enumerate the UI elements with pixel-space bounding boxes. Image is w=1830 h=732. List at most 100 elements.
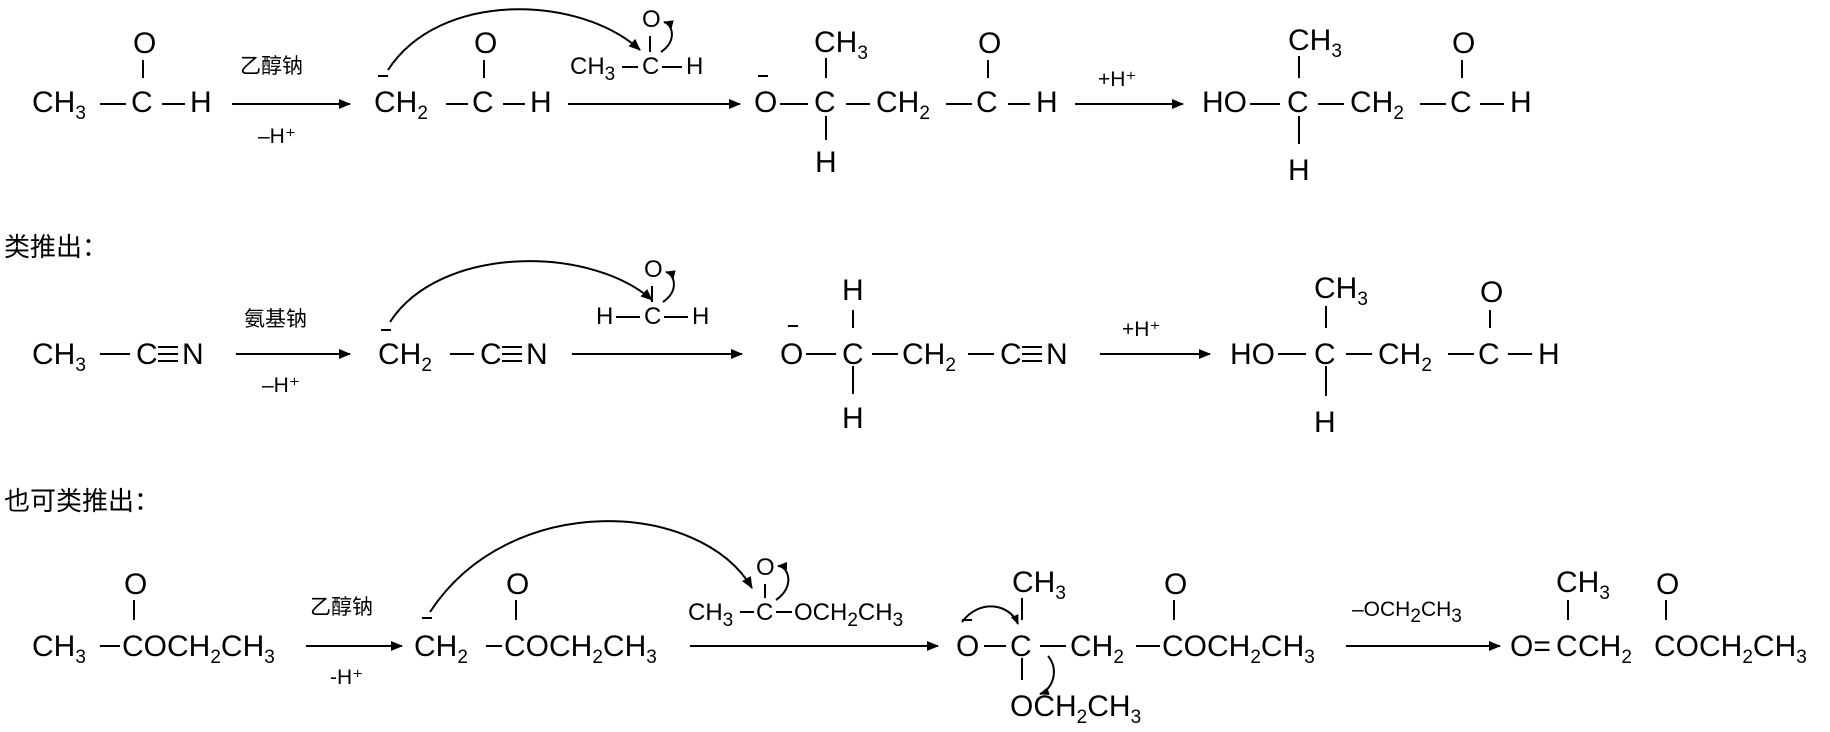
oxygen-label: O <box>506 568 529 601</box>
carbon-label: C <box>136 338 158 371</box>
methylene-label: CH2 <box>414 630 468 668</box>
reaction-arrow-acid: +H⁺ <box>1100 318 1211 359</box>
hydrogen-label: H <box>1314 406 1336 439</box>
reaction-row-1: CH3 C O H 乙醇钠 –H⁺ CH2 C O H <box>32 6 1532 187</box>
methyl-label: CH3 <box>32 338 86 376</box>
oxygen-label: O <box>754 86 777 119</box>
acetonitrile: CH3 C N <box>32 338 204 376</box>
carbonyl-carbon-label: C <box>976 86 998 119</box>
methyl-label: CH3 <box>1314 272 1368 310</box>
nitrogen-label: N <box>182 338 204 371</box>
acetaldehyde: CH3 C O H <box>32 27 212 124</box>
methyl-label: CH3 <box>32 86 86 124</box>
electron-push-arrow <box>1039 655 1055 695</box>
condition-label: –H⁺ <box>262 374 300 397</box>
nucleophilic-attack-arrow <box>389 260 653 323</box>
reagent-label: 乙醇钠 <box>240 55 303 78</box>
ester-group-label: COCH2CH3 <box>122 630 275 668</box>
reaction-arrow-elimination: –OCH2CH3 <box>1346 598 1501 651</box>
methyl-label: CH3 <box>688 599 733 631</box>
hydroxyl-label: HO <box>1202 86 1247 119</box>
enolate-anion: CH2 C O H <box>374 27 552 124</box>
methylene-label: CH2 <box>1578 630 1632 668</box>
methylene-label: CH2 <box>1070 630 1124 668</box>
nitrile-carbanion: CH2 C N <box>378 329 548 376</box>
hydrogen-label: H <box>190 86 212 119</box>
carbon-label: C <box>842 338 864 371</box>
ester-group-label: COCH2CH3 <box>1162 630 1315 668</box>
hydrogen-label: H <box>842 274 864 307</box>
methyl-label: CH3 <box>1012 566 1066 604</box>
carbonyl-carbon-label: C <box>1450 86 1472 119</box>
hydrogen-label: H <box>686 53 703 80</box>
condition-label: –H⁺ <box>258 125 296 148</box>
methylene-label: CH2 <box>902 338 956 376</box>
methyl-label: CH3 <box>1556 566 1610 604</box>
electron-push-arrow <box>961 605 1019 625</box>
oxygen-label: O <box>780 338 803 371</box>
carbon-label: C <box>644 303 661 330</box>
carbon-label: C <box>1314 338 1336 371</box>
electron-push-arrow <box>775 562 790 601</box>
carbon-label: C <box>1010 630 1032 663</box>
carbon-label: C <box>1556 630 1578 663</box>
ethyl-acetate: CH3 O COCH2CH3 <box>32 568 275 668</box>
carbon-label: C <box>756 599 773 626</box>
acetaldehyde-electrophile: CH3 C O H <box>570 6 703 85</box>
ethyl-acetoacetate-product: O= C CH3 CH2 O COCH2CH3 <box>1510 566 1807 668</box>
hydrogen-label: H <box>692 303 709 330</box>
methylene-label: CH2 <box>374 86 428 124</box>
methylene-label: CH2 <box>378 338 432 376</box>
methyl-label: CH3 <box>1288 24 1342 62</box>
condition-label: +H⁺ <box>1098 68 1137 91</box>
hydrogen-label: H <box>1036 86 1058 119</box>
ethyl-acetate-electrophile: CH3 C O OCH2CH3 <box>688 554 903 631</box>
electron-push-arrow <box>662 270 676 303</box>
formaldehyde-electrophile: H C O H <box>596 256 709 330</box>
methyl-label: CH3 <box>570 53 615 85</box>
tetrahedral-intermediate: O C CH3 OCH2CH3 CH2 O COCH2CH3 <box>956 566 1315 728</box>
condition-label: -H⁺ <box>330 666 363 689</box>
carbonyl-oxygen-label: O= <box>1510 630 1551 663</box>
carbon-label: C <box>1000 338 1022 371</box>
carbon-label: C <box>1287 86 1309 119</box>
reaction-arrow-base: 乙醇钠 –H⁺ <box>232 55 351 148</box>
nitrogen-label: N <box>1046 338 1068 371</box>
ethoxy-label: OCH2CH3 <box>794 599 903 631</box>
hydrogen-label: H <box>1288 154 1310 187</box>
oxygen-label: O <box>474 27 497 60</box>
reagent-label: 氨基钠 <box>244 308 307 331</box>
methyl-label: CH3 <box>32 630 86 668</box>
electron-push-arrow <box>660 20 674 53</box>
aldol-product: HO C CH3 H CH2 C O H <box>1202 24 1532 187</box>
methyl-label: CH3 <box>814 26 868 64</box>
section-caption: 类推出： <box>4 232 108 262</box>
carbonyl-carbon-label: C <box>1478 338 1500 371</box>
oxygen-label: O <box>756 554 775 581</box>
ester-enolate: CH2 O COCH2CH3 <box>414 568 657 668</box>
ester-group-label: COCH2CH3 <box>504 630 657 668</box>
methylene-label: CH2 <box>1378 338 1432 376</box>
reaction-arrow-acid: +H⁺ <box>1075 68 1184 109</box>
reaction-row-3: CH3 O COCH2CH3 乙醇钠 -H⁺ CH2 O COCH2CH3 CH… <box>32 520 1807 728</box>
section-caption: 也可类推出： <box>4 486 160 516</box>
hydrogen-label: H <box>1510 86 1532 119</box>
condition-label: +H⁺ <box>1122 318 1161 341</box>
reaction-row-2: CH3 C N 氨基钠 –H⁺ CH2 C N H <box>32 256 1560 439</box>
oxygen-label: O <box>124 568 147 601</box>
alkoxide-nitrile-intermediate: O C H H CH2 C N <box>780 274 1068 435</box>
leaving-group-label: –OCH2CH3 <box>1352 598 1462 627</box>
methylene-label: CH2 <box>876 86 930 124</box>
nucleophilic-attack-arrow <box>429 520 753 613</box>
hydrogen-label: H <box>530 86 552 119</box>
carbon-label: C <box>642 53 659 80</box>
nitrogen-label: N <box>526 338 548 371</box>
reaction-arrow-base: 氨基钠 –H⁺ <box>236 308 351 397</box>
ethoxy-label: OCH2CH3 <box>1010 690 1141 728</box>
carbon-label: C <box>472 86 494 119</box>
carbon-label: C <box>814 86 836 119</box>
oxygen-label: O <box>644 256 663 283</box>
carbon-label: C <box>131 86 153 119</box>
hydrogen-label: H <box>842 402 864 435</box>
oxygen-label: O <box>642 6 661 33</box>
